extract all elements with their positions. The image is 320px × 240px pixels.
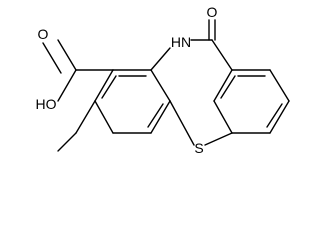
bond bbox=[266, 103, 283, 128]
bond bbox=[150, 47, 171, 71]
bond bbox=[57, 132, 77, 152]
bond bbox=[169, 100, 195, 146]
bond bbox=[269, 69, 290, 102]
bond bbox=[75, 100, 96, 134]
bond bbox=[101, 75, 117, 99]
bonds bbox=[42, 19, 290, 152]
bond bbox=[42, 42, 62, 74]
bond bbox=[94, 100, 114, 134]
bond bbox=[57, 39, 77, 71]
atom-labels: O HN S HO O bbox=[36, 4, 218, 156]
bond bbox=[150, 69, 171, 102]
oxo-oxygen-label: O bbox=[207, 4, 218, 20]
bond bbox=[213, 100, 233, 134]
bond bbox=[57, 69, 77, 102]
bond bbox=[211, 39, 233, 71]
bond bbox=[220, 75, 236, 99]
hydroxyl-label: HO bbox=[36, 96, 57, 112]
ring-sulfur-label: S bbox=[194, 140, 203, 156]
bond bbox=[94, 69, 114, 102]
bond bbox=[150, 100, 171, 134]
carbonyl-oxygen-label: O bbox=[38, 26, 49, 42]
bond bbox=[213, 69, 233, 102]
bond bbox=[204, 132, 233, 146]
bond bbox=[147, 103, 164, 128]
bond bbox=[269, 100, 290, 134]
ring-nitrogen-label: HN bbox=[171, 34, 191, 50]
chemical-structure: O HN S HO O bbox=[36, 4, 290, 156]
